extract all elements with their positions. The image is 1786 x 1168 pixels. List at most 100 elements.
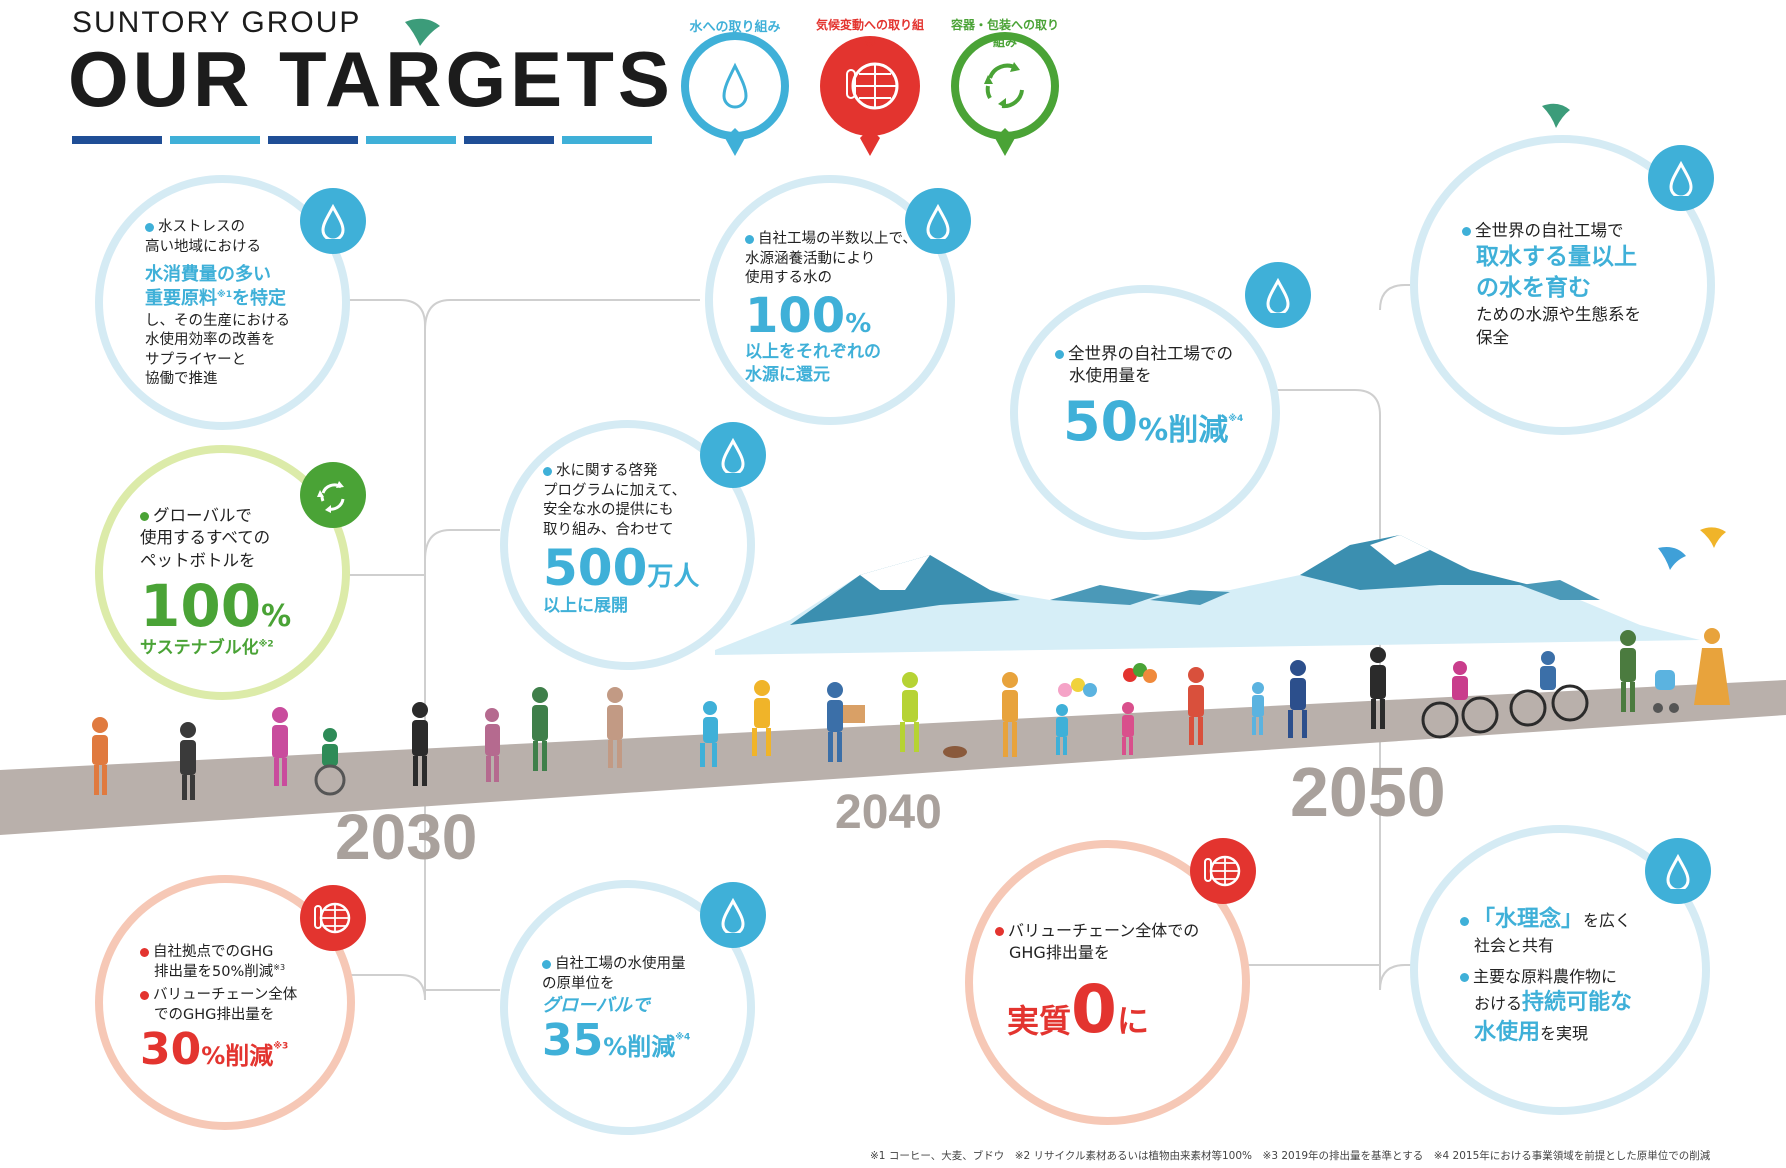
text-line: 水ストレスの [158, 219, 245, 235]
footnotes: ※1 コーヒー、大麦、ブドウ ※2 リサイクル素材あるいは植物由来素材等100%… [870, 1150, 1711, 1162]
bullet-icon [1055, 350, 1064, 359]
bullet-icon [745, 234, 754, 244]
water-drop-icon [300, 188, 366, 254]
text-line: 使用する水の [745, 270, 832, 287]
target-unit: % [603, 1033, 628, 1062]
target-number: 0 [1071, 971, 1117, 1049]
water-positive-text: 全世界の自社工場で 取水する量以上 の水を育む ための水源や生態系を 保全 [1462, 220, 1641, 349]
globe-thermometer-icon [820, 36, 920, 156]
water-stress-text: 水ストレスの 高い地域における 水消費量の多い 重要原料※1を特定 し、その生産… [145, 218, 290, 390]
footnote-ref: ※3 [273, 962, 286, 972]
highlight-text: 持続可能な [1522, 989, 1633, 1015]
water-drop-icon [700, 422, 766, 488]
replenish-text: 自社工場の半数以上で、 水源涵養活動により 使用する水の 100% 以上をそれぞ… [745, 230, 917, 387]
recycle-icon [300, 462, 366, 528]
water-drop-icon [681, 32, 789, 156]
bullet-icon [543, 466, 552, 476]
text-line: バリューチェーン全体 [153, 987, 298, 1004]
text-line: ための水源や生態系を [1476, 305, 1641, 325]
text-line: 安全な水の提供にも [543, 502, 674, 519]
bullet-icon [140, 990, 149, 1000]
highlight-text: を特定 [232, 288, 287, 310]
category-pin-packaging: 容器・包装への取り組み [950, 8, 1060, 158]
bullet-icon [140, 947, 149, 957]
water-drop-icon [700, 882, 766, 948]
footnote-ref: ※3 [273, 1041, 289, 1052]
people-walking [92, 628, 1730, 800]
water-50-text: 全世界の自社工場での 水使用量を 50%削減※4 [1055, 343, 1243, 450]
birds [405, 18, 1726, 570]
pet-bottles-text: グローバルで 使用するすべての ペットボトルを 100% サステナブル化※2 [140, 505, 291, 660]
target-sub: 削減 [627, 1033, 676, 1062]
target-unit: % [261, 598, 292, 634]
brand-name: SUNTORY GROUP [72, 6, 362, 39]
target-number: 35 [542, 1015, 604, 1067]
globe-thermometer-icon [1190, 838, 1256, 904]
text-line: グローバルで [153, 506, 252, 525]
text-line: し、その生産における [145, 312, 290, 329]
text-line: 社会と共有 [1474, 935, 1555, 955]
text-line: を実現 [1540, 1023, 1589, 1043]
highlight-text: 「水理念」 [1473, 907, 1584, 932]
highlight-text: グローバルで [542, 995, 650, 1017]
mountains [715, 535, 1700, 655]
footnote-ref: ※4 [1228, 413, 1244, 424]
footnote-ref: ※2 [258, 639, 274, 650]
target-number: 30 [140, 1024, 202, 1076]
text-line: を広く [1583, 911, 1632, 930]
target-unit: % [201, 1042, 226, 1071]
target-number: 500 [543, 539, 648, 598]
target-number: 100 [745, 287, 846, 344]
year-2050: 2050 [1290, 753, 1446, 831]
philosophy-text: 「水理念」を広く 社会と共有 主要な原料農作物に おける持続可能な 水使用を実現 [1460, 905, 1632, 1047]
category-label-packaging: 容器・包装への取り組み [950, 18, 1059, 49]
text-line: 自社工場の水使用量 [555, 956, 686, 972]
target-water-50 [1010, 285, 1280, 540]
target-sub: 削減 [225, 1042, 274, 1071]
text-line: 保全 [1476, 327, 1509, 347]
bullet-icon [1460, 973, 1469, 983]
text-line: 水使用量を [1069, 366, 1152, 386]
text-line: 水源涵養活動により [745, 250, 876, 267]
text-line: 水に関する啓発 [556, 463, 658, 479]
text-line: プログラムに加えて、 [543, 482, 687, 499]
target-number: 50 [1063, 389, 1139, 453]
footnote-ref: ※4 [675, 1032, 691, 1043]
target-unit: % [1138, 412, 1169, 448]
text-line: 自社拠点でのGHG [153, 944, 274, 960]
text-line: 取り組み、合わせて [543, 521, 674, 538]
target-sub: に [1116, 1002, 1149, 1041]
water-drop-icon [1645, 838, 1711, 904]
road [0, 680, 1786, 835]
target-sub: 実質 [1007, 1002, 1072, 1041]
text-line: 自社工場の半数以上で、 [758, 231, 917, 247]
highlight-text: の水を育む [1476, 275, 1591, 302]
text-line: おける [1474, 993, 1523, 1013]
target-pet-bottles [95, 445, 350, 700]
text-line: でのGHG排出量を [154, 1006, 275, 1023]
category-pin-water: 水への取り組み [680, 8, 790, 158]
ghg-2030-text: 自社拠点でのGHG 排出量を50%削減※3 バリューチェーン全体 でのGHG排出… [140, 943, 297, 1073]
water-drop-icon [905, 188, 971, 254]
title-underline [72, 136, 652, 144]
text-line: 主要な原料農作物に [1473, 967, 1618, 987]
highlight-text: 水使用 [1474, 1019, 1541, 1045]
text-line: GHG排出量を [1009, 942, 1110, 962]
recycle-icon [951, 32, 1059, 156]
text-line: 高い地域における [145, 238, 261, 255]
highlight-text: 重要原料 [145, 288, 217, 310]
footnote-ref: ※1 [217, 290, 233, 301]
text-line: の原単位を [542, 975, 615, 992]
text-line: 使用するすべての [140, 528, 271, 548]
text-line: 協働で推進 [145, 371, 218, 388]
highlight-text: 水消費量の多い [145, 264, 271, 286]
highlight-text: 取水する量以上 [1476, 244, 1637, 271]
target-sub: 以上に展開 [543, 595, 628, 616]
bullet-icon [1462, 227, 1471, 236]
year-2040: 2040 [835, 786, 942, 839]
bullet-icon [995, 927, 1004, 936]
target-sub: 削減 [1168, 412, 1229, 448]
target-sub: 以上をそれぞれの [745, 342, 881, 363]
globe-thermometer-icon [300, 885, 366, 951]
